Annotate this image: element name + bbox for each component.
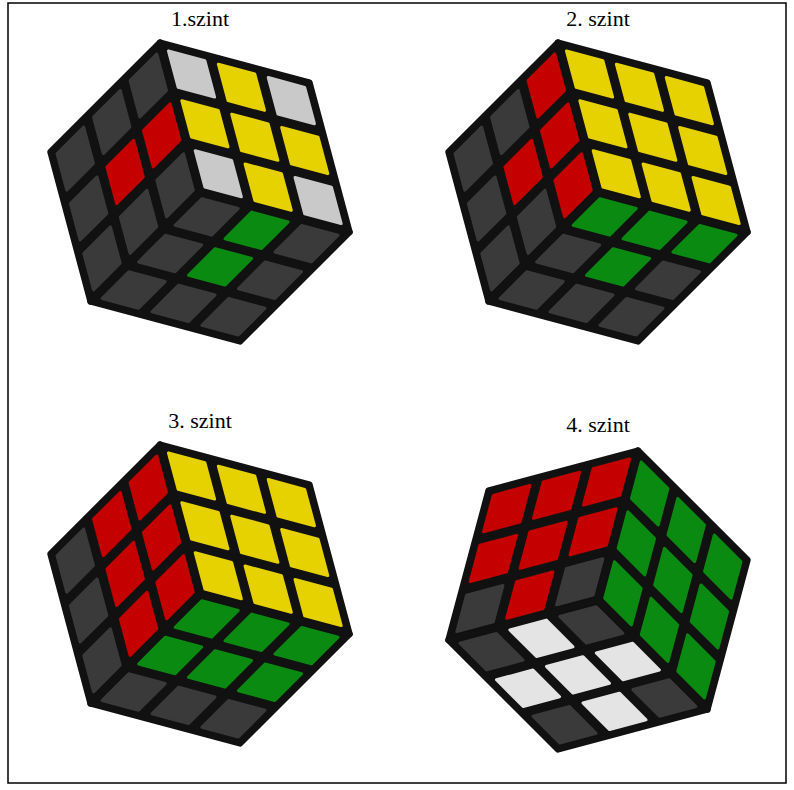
rubik-cube [448,450,747,749]
cube-sticker [460,633,523,669]
cube-sticker [541,104,577,167]
cube-sticker [455,127,491,190]
cube-sticker [232,114,278,160]
cube-sticker [655,548,691,611]
cube-sticker [268,480,314,526]
cube-sticker [546,657,609,693]
frame [8,3,786,783]
cube-sticker [107,140,143,203]
cube-sticker [152,285,215,321]
cube-sticker [496,670,559,706]
cube-sticker [275,627,338,663]
rubik-cube [448,42,747,341]
cube-face [488,192,747,342]
cube-sticker [510,620,573,656]
cube-sticker [533,707,596,743]
cube-sticker [600,299,663,335]
cube-sticker [528,54,564,117]
cube-sticker [94,90,130,153]
rubik-cube [50,42,349,341]
cube-sticker [102,674,165,710]
cube-sticker [636,262,699,298]
cube-sticker [189,651,252,687]
cube-sticker [500,272,563,308]
cube-sticker [533,472,579,518]
cube-sticker [139,235,202,271]
cube-sticker [673,225,736,261]
cube-sticker [484,486,530,532]
cube-face [90,594,349,744]
cube-sticker [680,127,726,173]
cube-sticker [139,637,202,673]
cube-sticker [57,529,93,592]
cube-sticker [143,104,179,167]
cube-face [448,600,707,750]
level-label: 2. szint [566,6,630,32]
cube-sticker [102,272,165,308]
cube-sticker [470,535,516,581]
cube-sticker [630,114,676,160]
cube-sticker [130,54,166,117]
cube-sticker [218,64,264,110]
rubik-cube [50,444,349,743]
cube-sticker [232,516,278,562]
cube-sticker [537,235,600,271]
cube-sticker [631,462,667,525]
cube-sticker [202,299,265,335]
cube-sticker [633,680,696,716]
cube-sticker [468,177,504,240]
cube-sticker [550,285,613,321]
cube-sticker [520,522,566,568]
cube-sticker [275,225,338,261]
cube-sticker [57,127,93,190]
cube-sticker [618,512,654,575]
level-label: 3. szint [168,408,232,434]
cube-sticker [616,64,662,110]
cube-face [90,192,349,342]
cube-sticker [560,607,623,643]
level-label: 4. szint [566,412,630,438]
cube-sticker [587,249,650,285]
cube-sticker [218,466,264,512]
cube-sticker [282,529,328,575]
cube-sticker [70,177,106,240]
cube-sticker [225,614,288,650]
cube-sticker [505,140,541,203]
cube-sticker [583,693,646,729]
cube-sticker [492,90,528,153]
cube-sticker [152,687,215,723]
cube-sticker [705,535,741,598]
cube-sticker [107,542,143,605]
cube-sticker [596,643,659,679]
cube-sticker [189,249,252,285]
cube-sticker [573,199,636,235]
cube-sticker [202,701,265,737]
cube-sticker [282,127,328,173]
level-label: 1.szint [171,6,229,32]
cube-group [50,42,747,749]
cube-sticker [175,199,238,235]
cube-sticker [143,506,179,569]
cube-sticker [225,212,288,248]
cube-sticker [691,585,727,648]
cube-sticker [238,262,301,298]
cube-sticker [175,601,238,637]
cube-sticker [623,212,686,248]
cube-sticker [668,498,704,561]
cube-sticker [666,78,712,124]
cube-sticker [130,456,166,519]
cube-sticker [268,78,314,124]
cube-sticker [238,664,301,700]
cube-sticker [94,492,130,555]
cube-sticker [70,579,106,642]
